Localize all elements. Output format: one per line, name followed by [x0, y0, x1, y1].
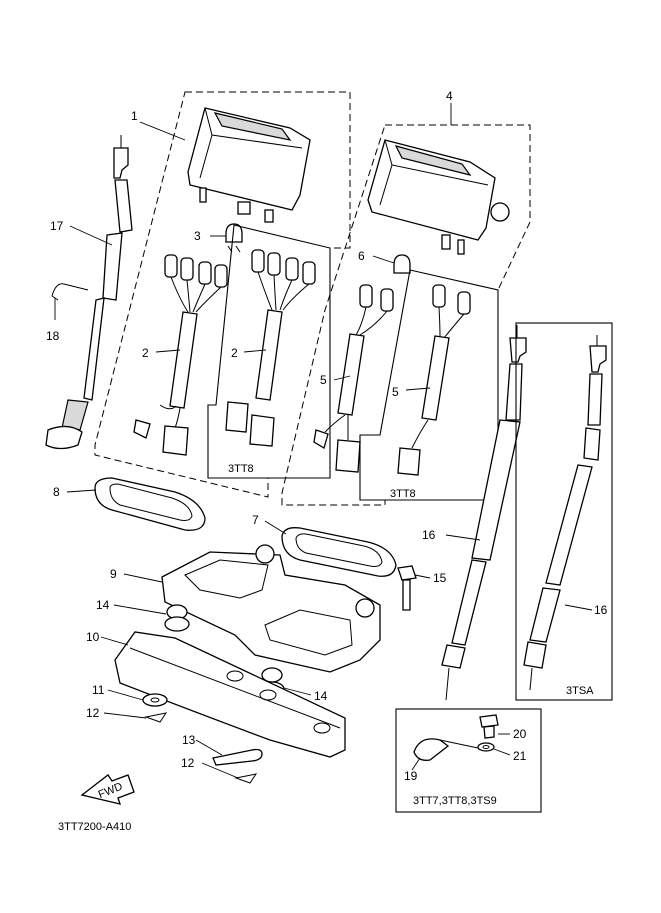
wire-harness-5-right	[397, 284, 471, 476]
washer-11	[142, 693, 168, 707]
variant-label-left: 3TT8	[228, 463, 254, 475]
variant-box-left	[207, 224, 331, 479]
clip-12-upper	[144, 712, 168, 723]
clip-12-lower	[234, 773, 258, 784]
part-number-5b: 5	[392, 385, 399, 399]
part-number-21: 21	[513, 749, 527, 763]
variant-label-right: 3TT8	[390, 488, 416, 500]
damper-14-upper	[164, 604, 190, 632]
plate-13	[212, 748, 263, 766]
screw-20	[479, 714, 499, 739]
clamp-19	[413, 738, 479, 761]
bracket-10	[114, 631, 346, 758]
part-number-19: 19	[404, 769, 418, 783]
part-number-13: 13	[182, 733, 196, 747]
part-number-9: 9	[110, 567, 117, 581]
meter-cable-16-center	[441, 325, 527, 701]
part-number-20: 20	[513, 727, 527, 741]
part-number-17: 17	[50, 219, 64, 233]
part-number-11: 11	[92, 683, 105, 697]
part-number-2b: 2	[231, 346, 238, 360]
bulb-6	[393, 254, 411, 274]
part-number-6: 6	[358, 249, 365, 263]
meter-cable-16-alt	[523, 335, 607, 691]
part-number-12b: 12	[181, 756, 195, 770]
part-number-16a: 16	[422, 528, 436, 542]
clip-18	[51, 283, 89, 301]
variant-label-cable: 3TSA	[566, 685, 594, 697]
part-number-7: 7	[252, 513, 259, 527]
meter-housing-1	[187, 107, 311, 223]
part-number-16b: 16	[594, 603, 608, 617]
wire-harness-5-left	[313, 284, 394, 473]
variant-box-screw	[395, 708, 542, 813]
meter-cable-17	[45, 135, 133, 450]
meter-assembly-4-group	[281, 124, 531, 506]
part-number-14a: 14	[96, 598, 110, 612]
bulb-3	[225, 223, 243, 253]
part-number-14b: 14	[314, 689, 328, 703]
part-number-8: 8	[53, 485, 60, 499]
part-number-5a: 5	[320, 373, 327, 387]
part-number-12a: 12	[86, 706, 100, 720]
part-number-18: 18	[46, 329, 60, 343]
bracket-9	[161, 544, 381, 673]
part-number-4: 4	[446, 89, 453, 103]
variant-label-screw: 3TT7,3TT8,3TS9	[413, 795, 497, 807]
leader-lines	[54, 103, 593, 779]
meter-housing-4	[367, 139, 510, 255]
variant-box-cable	[515, 322, 613, 701]
drawing-code: 3TT7200-A410	[58, 821, 131, 833]
meter-assembly-1-group	[94, 91, 351, 498]
wire-harness-2-right	[225, 249, 316, 447]
part-number-10: 10	[86, 630, 100, 644]
part-number-2a: 2	[142, 346, 149, 360]
part-labels: 1 4 3 2 2 6 5 5 17 18 8 7 9 15 14 10 14 …	[46, 89, 608, 783]
wire-harness-2-left	[133, 254, 228, 456]
variant-box-right	[359, 269, 499, 501]
grommet-8	[94, 477, 206, 531]
bolt-15	[397, 565, 417, 611]
fwd-arrow-icon: FWD	[80, 774, 135, 805]
part-number-15: 15	[433, 571, 447, 585]
part-number-1: 1	[131, 109, 138, 123]
grommet-7	[281, 527, 397, 577]
part-number-3: 3	[194, 229, 201, 243]
washer-21	[477, 742, 495, 752]
assembly-1-dashed-outline	[94, 91, 351, 498]
